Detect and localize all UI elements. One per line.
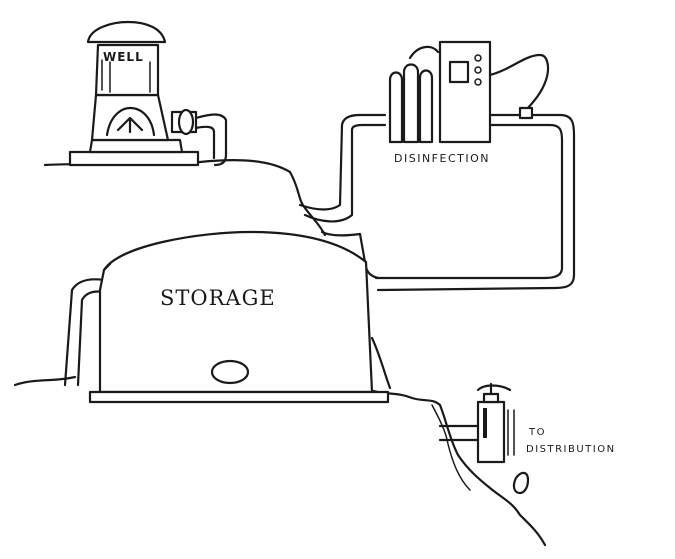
- ground-line-lower: [13, 375, 547, 547]
- to-label: TO: [529, 427, 546, 438]
- distribution-valve: [438, 382, 530, 495]
- pipe-well-to-disinfection: [194, 113, 387, 223]
- pipe-disinfection-to-storage: [320, 113, 576, 292]
- ground-line-slope: [431, 404, 471, 491]
- well-house: [68, 20, 200, 167]
- storage-tank: [63, 230, 392, 404]
- disinfection-unit: [388, 40, 550, 144]
- distribution-label: DISTRIBUTION: [526, 444, 616, 455]
- well-label: WELL: [103, 50, 144, 64]
- disinfection-label: DISINFECTION: [394, 152, 490, 165]
- ground-line-upper: [43, 159, 327, 237]
- storage-label: STORAGE: [160, 286, 276, 310]
